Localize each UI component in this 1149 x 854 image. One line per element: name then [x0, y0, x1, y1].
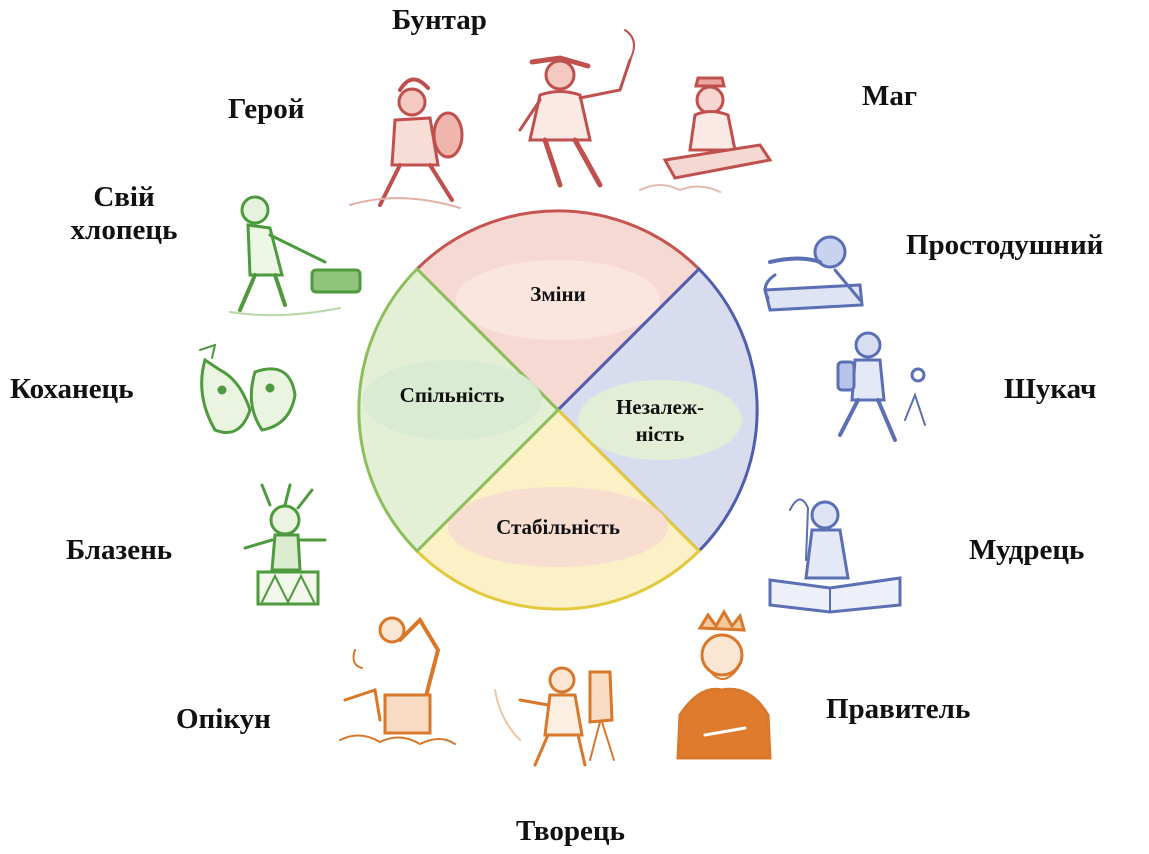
pirate-icon	[520, 30, 634, 185]
label-ruler: Правитель	[826, 693, 970, 726]
kissing-birds-icon	[200, 345, 295, 433]
label-regular-guy-line1: Свій	[64, 181, 184, 214]
label-creator: Творець	[516, 815, 625, 848]
scholar-icon	[770, 499, 900, 612]
label-hero: Герой	[228, 93, 304, 126]
label-caregiver: Опікун	[176, 703, 271, 736]
label-explorer: Шукач	[1004, 373, 1096, 406]
label-innocent: Простодушний	[906, 229, 1103, 262]
hiker-icon	[838, 333, 925, 440]
warrior-icon	[350, 79, 462, 208]
king-icon	[678, 612, 770, 758]
segment-label-independence-line1: Незалеж-	[616, 395, 704, 419]
label-lover: Коханець	[10, 373, 134, 406]
segment-label-independence-line2: ність	[636, 422, 685, 446]
label-magician: Маг	[862, 80, 917, 113]
label-regular-guy-line2: хлопець	[64, 214, 184, 247]
wheel: Зміни Незалеж- ність Стабільність Спільн…	[359, 211, 757, 609]
child-lying-icon	[765, 237, 862, 310]
segment-label-stability: Стабільність	[496, 515, 620, 539]
label-rebel: Бунтар	[392, 4, 487, 37]
magic-carpet-icon	[640, 78, 770, 192]
segment-label-change: Зміни	[530, 282, 585, 306]
painter-icon	[495, 668, 614, 765]
label-sage: Мудрець	[969, 534, 1084, 567]
lifeguard-icon	[340, 618, 455, 744]
label-regular-guy: Свій хлопець	[64, 181, 184, 248]
label-jester: Блазень	[66, 534, 172, 567]
jester-icon	[245, 485, 325, 604]
lawn-mower-icon	[230, 197, 360, 315]
segment-label-community: Спільність	[400, 383, 505, 407]
